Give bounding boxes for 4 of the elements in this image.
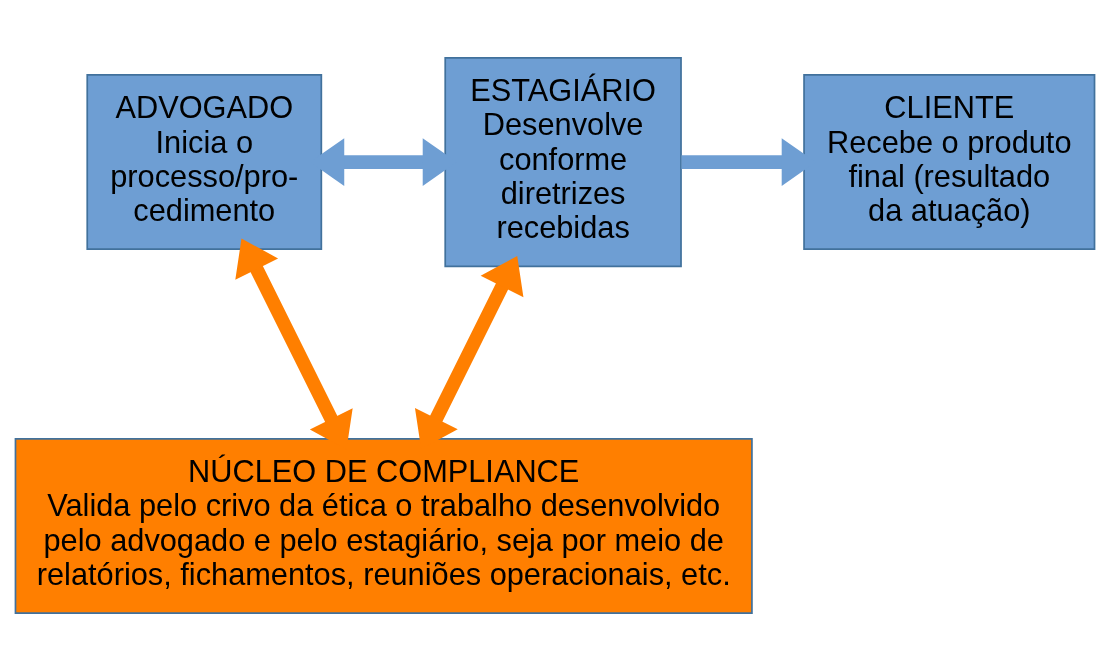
node-box: ESTAGIÁRIO Desenvolve conforme diretrizes recebidas — [444, 56, 682, 267]
node-box: ADVOGADO Inicia o processo/pro- cedimento — [86, 73, 323, 250]
node-box: CLIENTE Recebe o produto final (resultado da atuação) — [803, 73, 1096, 250]
node-box: NÚCLEO DE COMPLIANCE Valida pelo crivo da ética o trabalho desenvolvido pelo advogado e pelo estagiário, seja por meio de relatórios, fichamentos, reuniões operacionais, etc. — [14, 437, 753, 614]
